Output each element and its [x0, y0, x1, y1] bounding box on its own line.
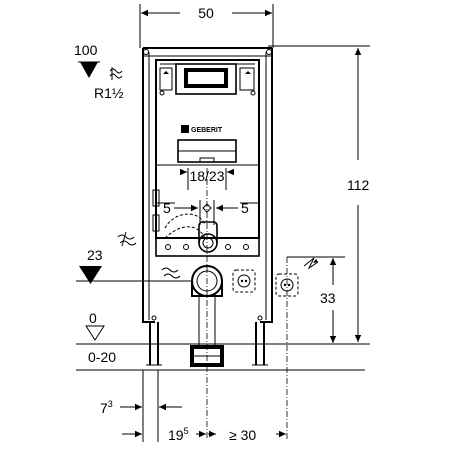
drain-height-callout: 23	[76, 231, 193, 284]
wavy-bend-icon	[117, 231, 137, 247]
height-label: 112	[347, 177, 370, 193]
inlet-height-label: 100	[74, 42, 98, 58]
water-inlet-callout: 100 R1½	[74, 42, 124, 101]
floor-level: 0 0-20	[76, 310, 365, 371]
socket-height-dimension: 33	[286, 256, 345, 440]
wall-distance-label: ≥ 30	[229, 427, 256, 443]
inlet-level-triangle	[80, 62, 98, 78]
floor-range-label: 0-20	[88, 349, 116, 365]
geberit-logo: GEBERIT	[181, 125, 223, 134]
drain-height-label: 23	[87, 247, 103, 263]
offset-left-label: 5	[163, 200, 171, 216]
floor-level-triangle	[85, 325, 105, 341]
side-clearance-label: 73	[100, 399, 113, 416]
bend-spacing-label: 18/23	[189, 168, 224, 184]
bottom-dimensions: 73 195 ≥ 30	[100, 370, 286, 443]
electric-flash-icon	[303, 257, 319, 270]
offset-right-label: 5	[241, 200, 249, 216]
height-dimension: 112	[268, 45, 370, 345]
brand-name: GEBERIT	[191, 127, 223, 134]
water-wave-icon	[109, 67, 123, 80]
waste-water-wave-icon	[161, 267, 181, 279]
concealed-cistern: GEBERIT	[152, 59, 260, 257]
axis-dimensions: 18/23 5 5	[163, 168, 249, 440]
drain-level-triangle	[79, 266, 102, 284]
floor-level-label: 0	[89, 310, 97, 326]
width-label: 50	[198, 5, 214, 21]
installation-frame	[142, 47, 273, 366]
axis-offset-label: 195	[168, 426, 189, 443]
electric-socket-left	[232, 269, 256, 293]
socket-height-label: 33	[320, 290, 336, 306]
width-dimension: 50	[139, 4, 274, 48]
inlet-thread-label: R1½	[94, 85, 124, 101]
